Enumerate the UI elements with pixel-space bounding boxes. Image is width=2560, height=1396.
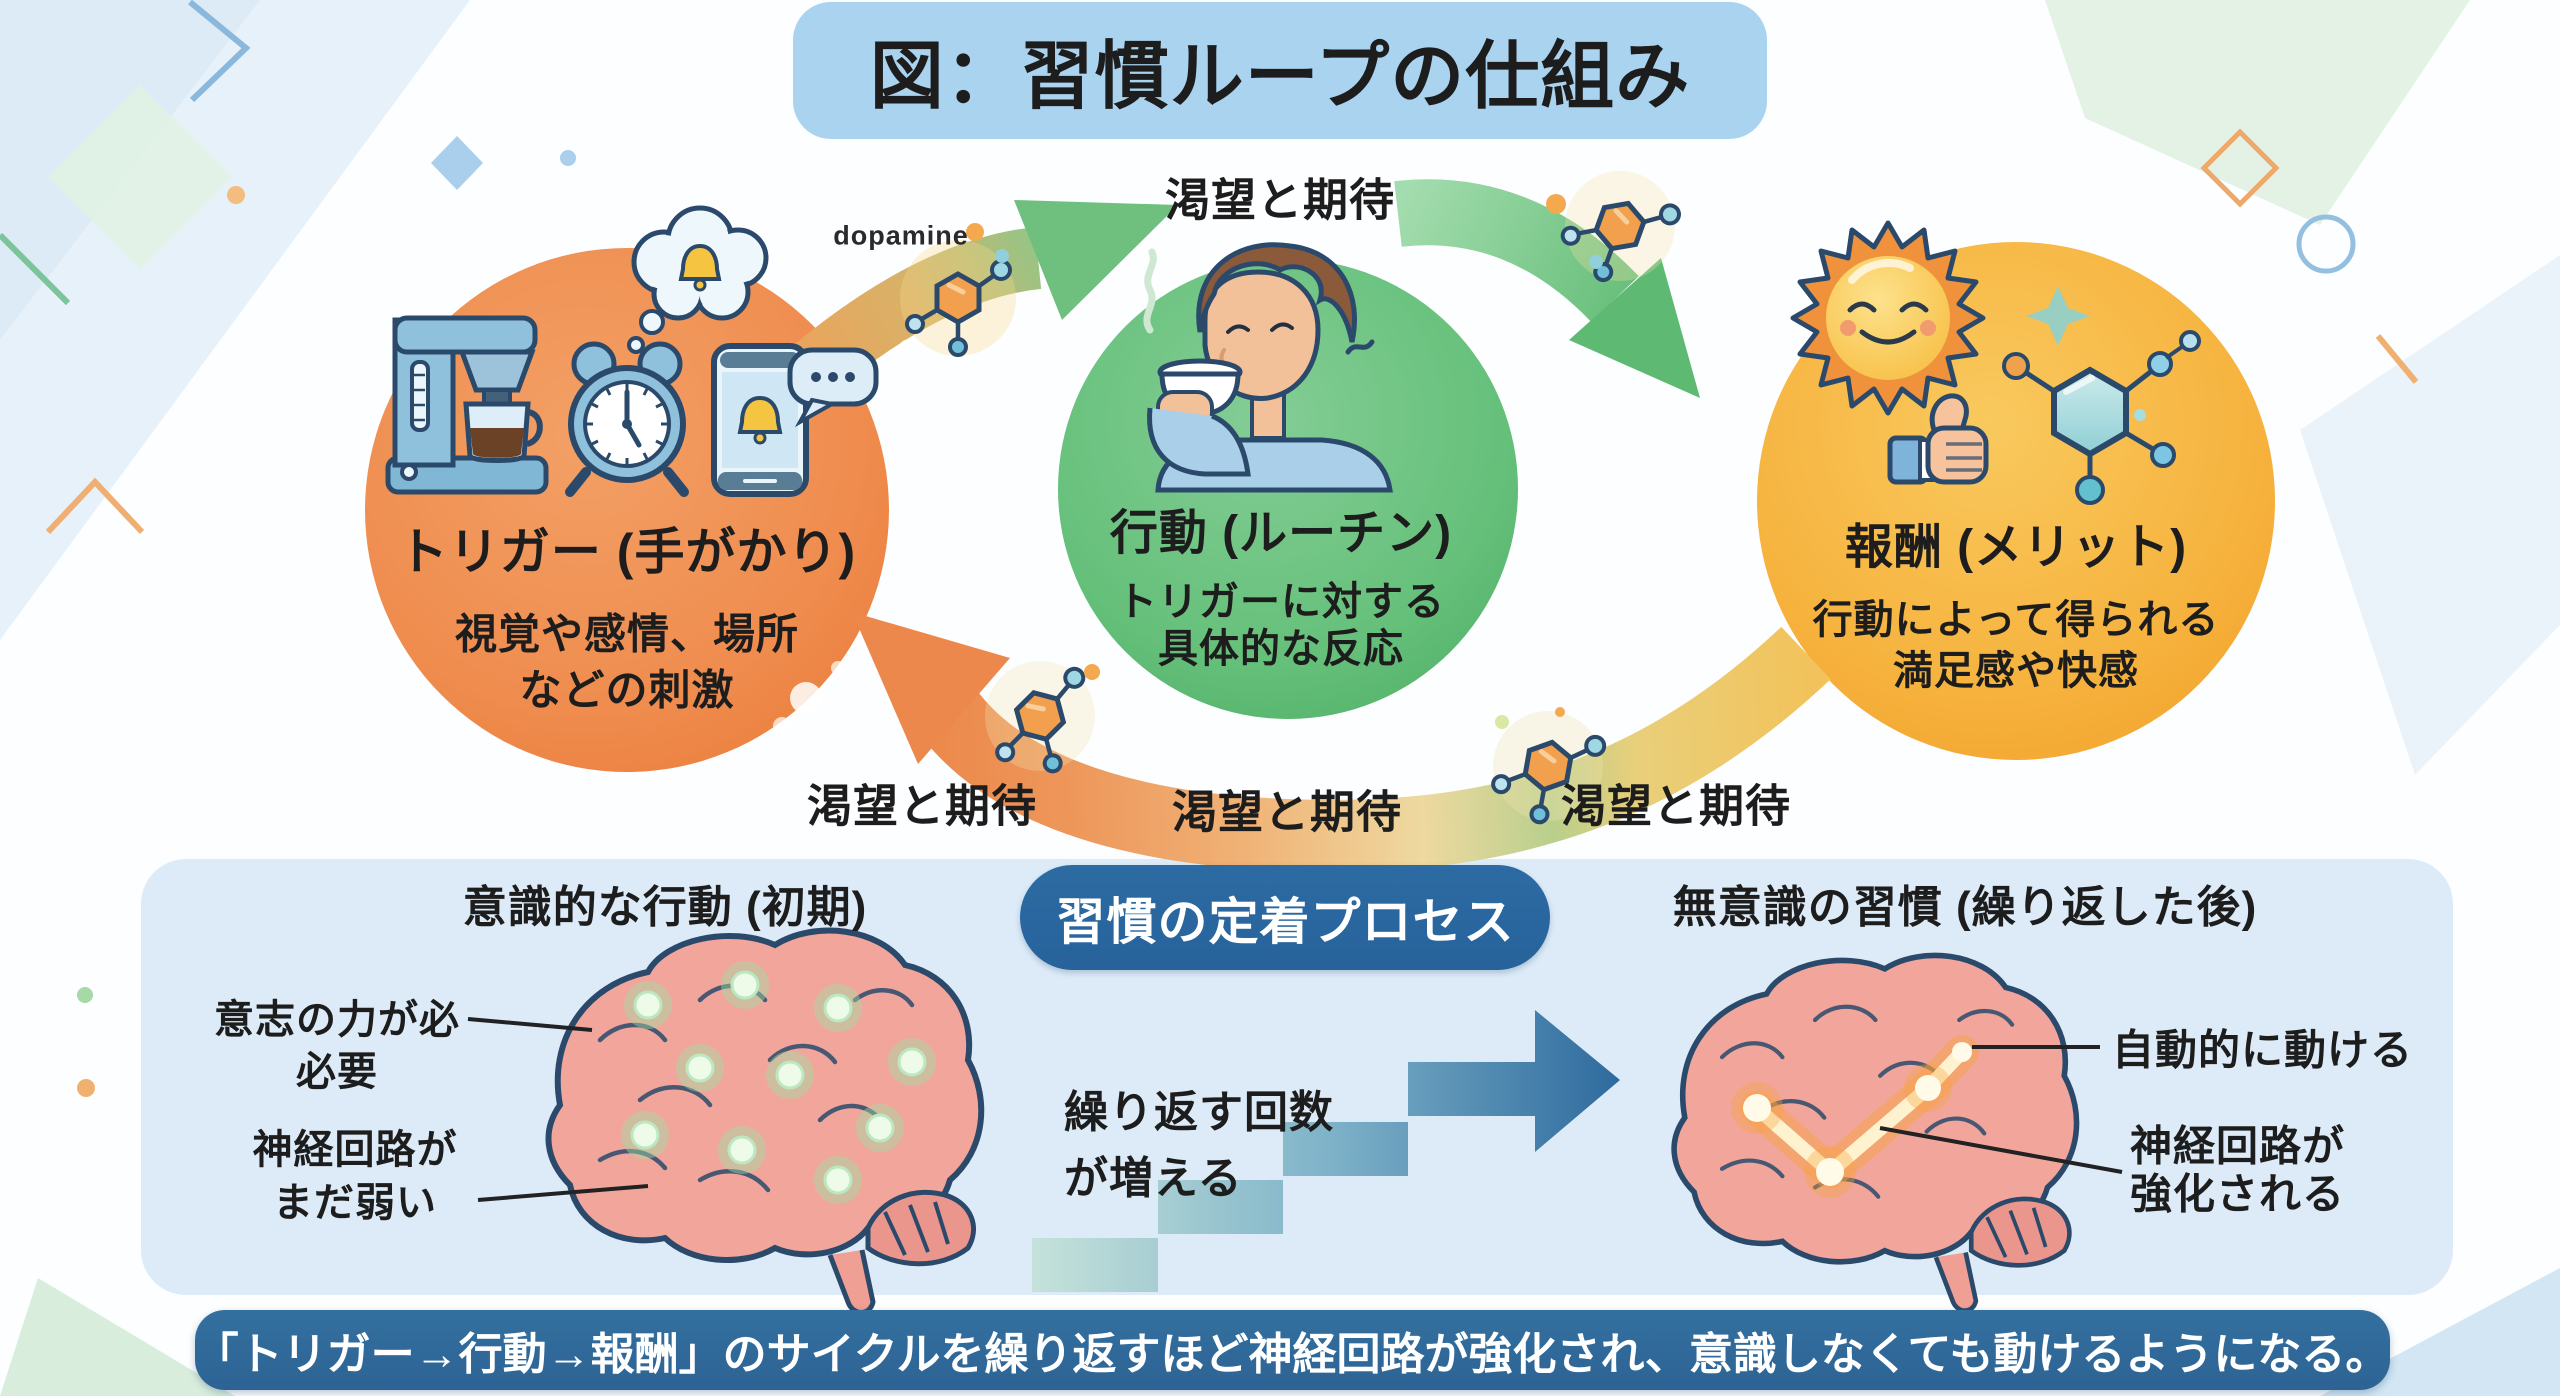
title-bar (793, 2, 1767, 139)
thought-bubble-bell-icon (627, 205, 769, 354)
label-craving-top: 渇望と期待 (1164, 174, 1396, 226)
coffee-maker-icon (385, 315, 549, 495)
page-title: 図：習慣ループの仕組み (869, 34, 1691, 118)
unconscious-habit-header: 無意識の習慣 (繰り返した後) (1672, 883, 2258, 932)
weak-circuit-label-line2: まだ弱い (273, 1181, 437, 1225)
automatic-action-label: 自動的に動ける (2112, 1026, 2414, 1074)
blue-diamond-icon (431, 136, 483, 190)
arrow-reward-to-trigger (773, 612, 1831, 872)
routine-title: 行動 (ルーチン) (1109, 507, 1453, 560)
strong-circuit-label-line1: 神経回路が (2130, 1122, 2346, 1170)
callout-line (1879, 1126, 2123, 1174)
molecules (900, 171, 1682, 831)
phone-notification-icon (711, 343, 879, 497)
callout-line (477, 1184, 649, 1202)
orange-diamond-outline-icon (2200, 128, 2280, 208)
footer-banner (195, 1310, 2390, 1390)
trigger-title: トリガー (手がかり) (397, 524, 857, 580)
person-drinking-coffee-icon (1143, 242, 1393, 493)
repetition-label-line2: が増える (1064, 1154, 1243, 1203)
routine-desc-line2: 具体的な反応 (1158, 627, 1404, 671)
smiling-sun-icon (1790, 220, 1986, 416)
willpower-label-line1: 意志の力が必 (214, 998, 460, 1042)
reward-title: 報酬 (メリット) (1844, 521, 2188, 574)
callout-line (467, 1017, 593, 1032)
trigger-desc-line2: などの刺激 (519, 666, 735, 714)
label-craving-right: 渇望と期待 (1560, 780, 1792, 832)
staircase-arrow-icon (1032, 1010, 1620, 1292)
label-craving-left: 渇望と期待 (806, 780, 1038, 832)
brain-strong-circuit-icon (1674, 955, 2076, 1310)
blue-chevron-icon (188, 0, 251, 103)
blue-circle-outline-icon (2296, 214, 2356, 274)
routine-desc-line1: トリガーに対する (1117, 580, 1445, 624)
thumbs-up-icon (1887, 393, 1989, 485)
reward-desc-line2: 満足感や快感 (1893, 649, 2139, 693)
orange-chevron-icon (45, 477, 145, 535)
conscious-action-header: 意識的な行動 (初期) (462, 883, 868, 932)
willpower-label-line2: 必要 (296, 1050, 378, 1094)
arrow-routine-to-reward (1394, 179, 1700, 398)
trigger-desc-line1: 視覚や感情、場所 (454, 610, 800, 658)
process-badge (1020, 865, 1550, 970)
process-badge-label: 習慣の定着プロセス (1055, 894, 1515, 950)
repetition-label-line1: 繰り返す回数 (1064, 1088, 1334, 1137)
strong-circuit-label-line2: 強化される (2130, 1170, 2346, 1218)
sparkle-icon (2026, 286, 2090, 346)
weak-circuit-label-line1: 神経回路が (252, 1128, 458, 1172)
footer-summary: 「トリガー→行動→報酬」のサイクルを繰り返すほど神経回路が強化され、意識しなくて… (194, 1330, 2390, 1379)
label-craving-center: 渇望と期待 (1171, 786, 1403, 838)
alarm-clock-icon (565, 341, 689, 497)
dopamine-label: dopamine (833, 220, 969, 251)
reward-desc-line1: 行動によって得られる (1812, 598, 2220, 642)
molecule-icon (2002, 330, 2201, 505)
